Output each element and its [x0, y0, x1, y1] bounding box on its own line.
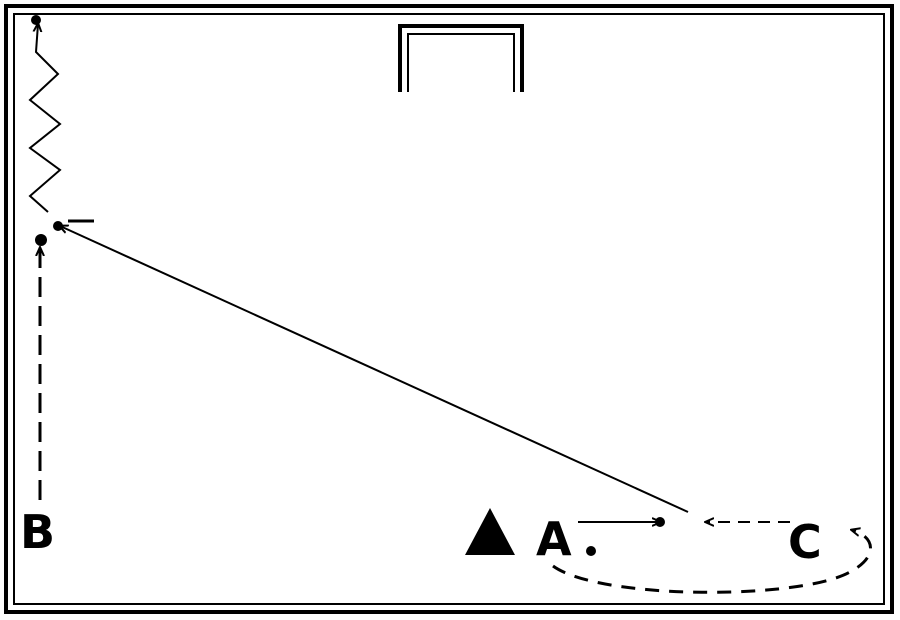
dribble-zigzag-line — [28, 24, 62, 213]
goal-inner — [407, 33, 515, 92]
player-a-dot — [586, 546, 596, 556]
goal — [398, 24, 524, 92]
field-inner-border — [13, 13, 885, 605]
ball-dot-icon — [31, 15, 41, 25]
player-label-c: C — [788, 515, 822, 569]
player-label-a: A — [536, 512, 572, 566]
loop-run-dashed-line — [552, 530, 872, 594]
pass-long-line — [60, 226, 689, 513]
field-outer-border — [4, 4, 894, 614]
ball-dot-icon — [53, 221, 63, 231]
ball-dot-icon — [655, 517, 665, 527]
ball-dot-icon — [35, 234, 47, 246]
player-label-b: B — [20, 505, 55, 559]
triangle-cone-icon — [465, 508, 515, 555]
